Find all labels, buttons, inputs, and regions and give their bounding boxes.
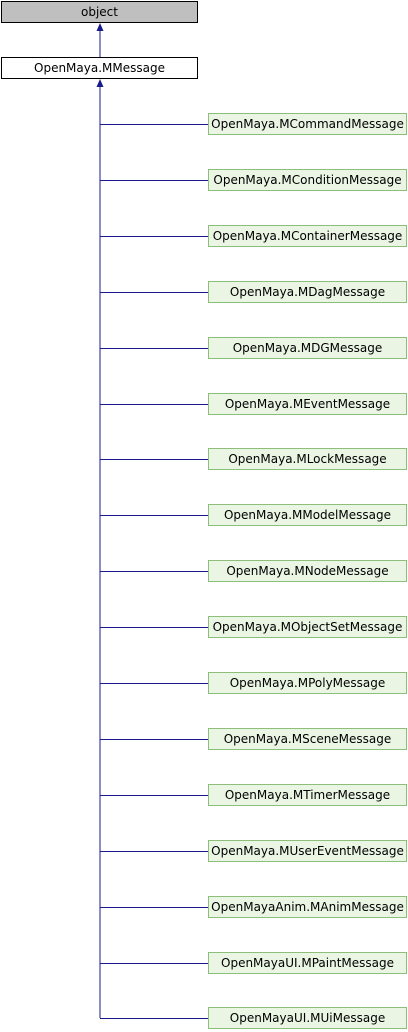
class-node-derived[interactable]: OpenMayaAnim.MAnimMessage — [208, 896, 407, 918]
class-node-label: OpenMaya.MContainerMessage — [212, 229, 403, 243]
class-node-derived[interactable]: OpenMaya.MSceneMessage — [208, 728, 407, 750]
class-node-derived[interactable]: OpenMaya.MModelMessage — [208, 504, 407, 526]
class-node-derived[interactable]: OpenMaya.MDagMessage — [208, 281, 407, 303]
class-node-derived[interactable]: OpenMaya.MPolyMessage — [208, 672, 407, 694]
class-node-label: OpenMaya.MDagMessage — [229, 285, 386, 299]
class-node-label: OpenMaya.MCommandMessage — [211, 117, 404, 131]
class-node-derived[interactable]: OpenMaya.MLockMessage — [208, 448, 407, 470]
class-node-label: OpenMayaAnim.MAnimMessage — [211, 900, 404, 914]
class-node-derived[interactable]: OpenMaya.MTimerMessage — [208, 784, 407, 806]
class-node-derived[interactable]: OpenMaya.MNodeMessage — [208, 560, 407, 582]
class-node-label: OpenMayaUI.MPaintMessage — [221, 956, 394, 970]
class-node-label: OpenMaya.MLockMessage — [228, 452, 387, 466]
class-node-label: OpenMaya.MDGMessage — [232, 341, 383, 355]
class-node-label: OpenMaya.MTimerMessage — [224, 788, 391, 802]
class-node-label: OpenMaya.MObjectSetMessage — [212, 620, 403, 634]
class-node-derived[interactable]: OpenMaya.MDGMessage — [208, 337, 407, 359]
class-node-label: object — [81, 5, 118, 19]
class-node-mmessage[interactable]: OpenMaya.MMessage — [1, 57, 198, 79]
class-node-object[interactable]: object — [1, 1, 198, 23]
class-node-derived[interactable]: OpenMaya.MObjectSetMessage — [208, 616, 407, 638]
class-node-label: OpenMaya.MNodeMessage — [226, 564, 389, 578]
class-node-label: OpenMaya.MPolyMessage — [229, 676, 386, 690]
class-node-label: OpenMaya.MSceneMessage — [223, 732, 392, 746]
class-node-derived[interactable]: OpenMaya.MContainerMessage — [208, 225, 407, 247]
class-node-derived[interactable]: OpenMaya.MEventMessage — [208, 393, 407, 415]
class-node-label: OpenMayaUI.MUiMessage — [229, 1011, 386, 1025]
class-node-label: OpenMaya.MUserEventMessage — [211, 844, 404, 858]
arrowhead-mmessage — [96, 79, 104, 87]
class-node-derived[interactable]: OpenMaya.MCommandMessage — [208, 113, 407, 135]
class-node-derived[interactable]: OpenMaya.MConditionMessage — [208, 169, 407, 191]
arrowhead-object — [96, 23, 104, 31]
class-node-derived[interactable]: OpenMaya.MUserEventMessage — [208, 840, 407, 862]
class-node-derived[interactable]: OpenMayaUI.MPaintMessage — [208, 952, 407, 974]
class-node-label: OpenMaya.MConditionMessage — [213, 173, 402, 187]
class-node-label: OpenMaya.MMessage — [34, 61, 165, 75]
class-node-label: OpenMaya.MModelMessage — [223, 508, 391, 522]
class-node-derived[interactable]: OpenMayaUI.MUiMessage — [208, 1007, 407, 1029]
class-node-label: OpenMaya.MEventMessage — [224, 397, 391, 411]
